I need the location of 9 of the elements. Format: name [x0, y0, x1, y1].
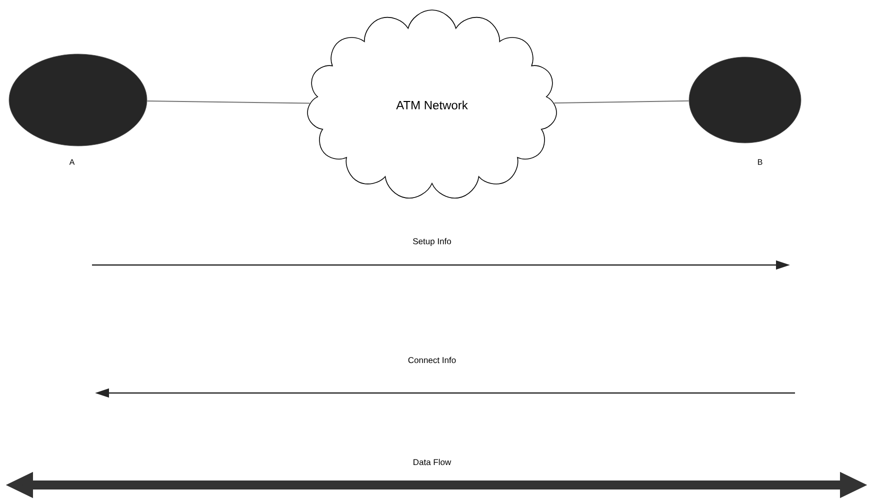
- connector-line: [554, 100, 690, 104]
- connector-line: [146, 100, 310, 104]
- node-label: A: [69, 159, 75, 165]
- ellipse-shape: [688, 56, 802, 144]
- arrow-label: Connect Info: [408, 356, 456, 364]
- arrow-label: Setup Info: [413, 238, 452, 246]
- arrow-label: Data Flow: [414, 458, 452, 466]
- node-label: B: [758, 159, 762, 165]
- ellipse-shape: [8, 54, 148, 146]
